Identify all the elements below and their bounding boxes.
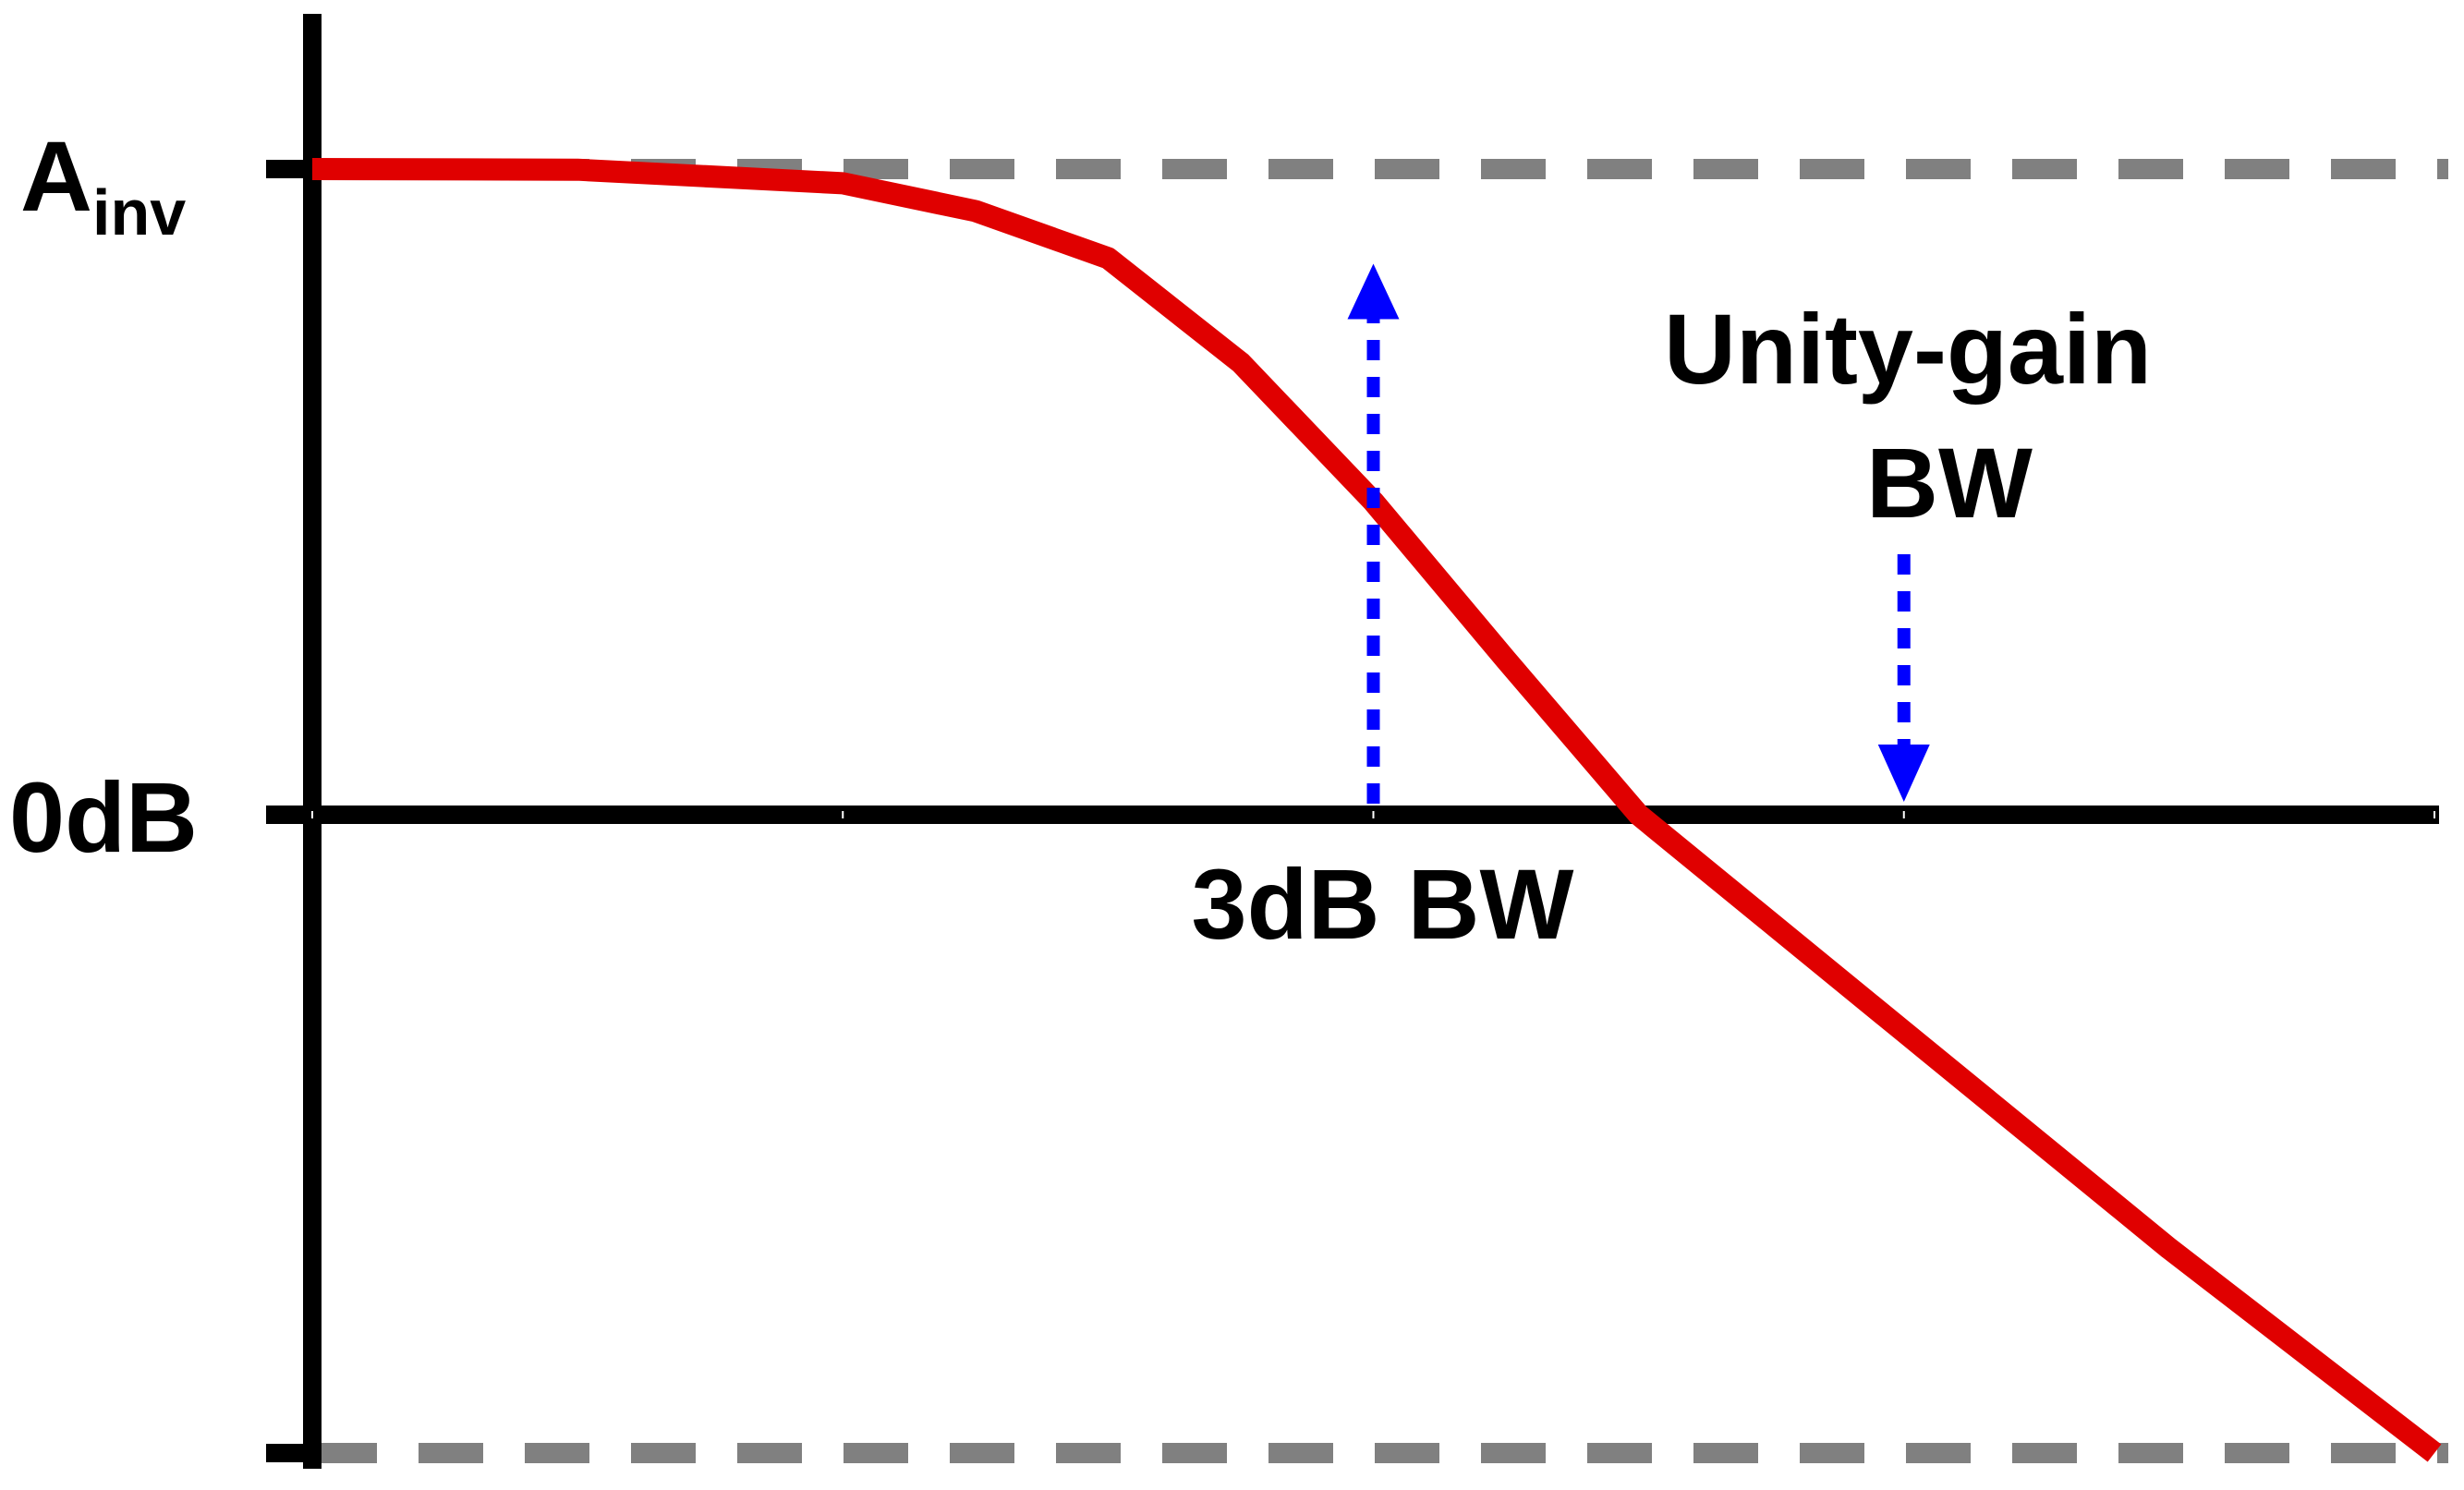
3db-bw-arrowhead xyxy=(1347,263,1400,320)
gain-curve-series xyxy=(311,158,2442,1462)
y-label-ainv: Ainv xyxy=(20,120,186,248)
unity-gain-label-line2: BW xyxy=(1866,427,2033,539)
unity-gain-bw-arrowhead xyxy=(1877,745,1930,802)
y-label-0db: 0dB xyxy=(9,761,198,873)
y-label-ainv-main: A xyxy=(20,120,92,232)
y-label-ainv-sub: inv xyxy=(92,176,186,248)
unity-gain-label-line1: Unity-gain xyxy=(1664,293,2152,405)
3db-bw-label: 3dB BW xyxy=(1192,848,1574,960)
x-tick-group xyxy=(311,811,2435,818)
